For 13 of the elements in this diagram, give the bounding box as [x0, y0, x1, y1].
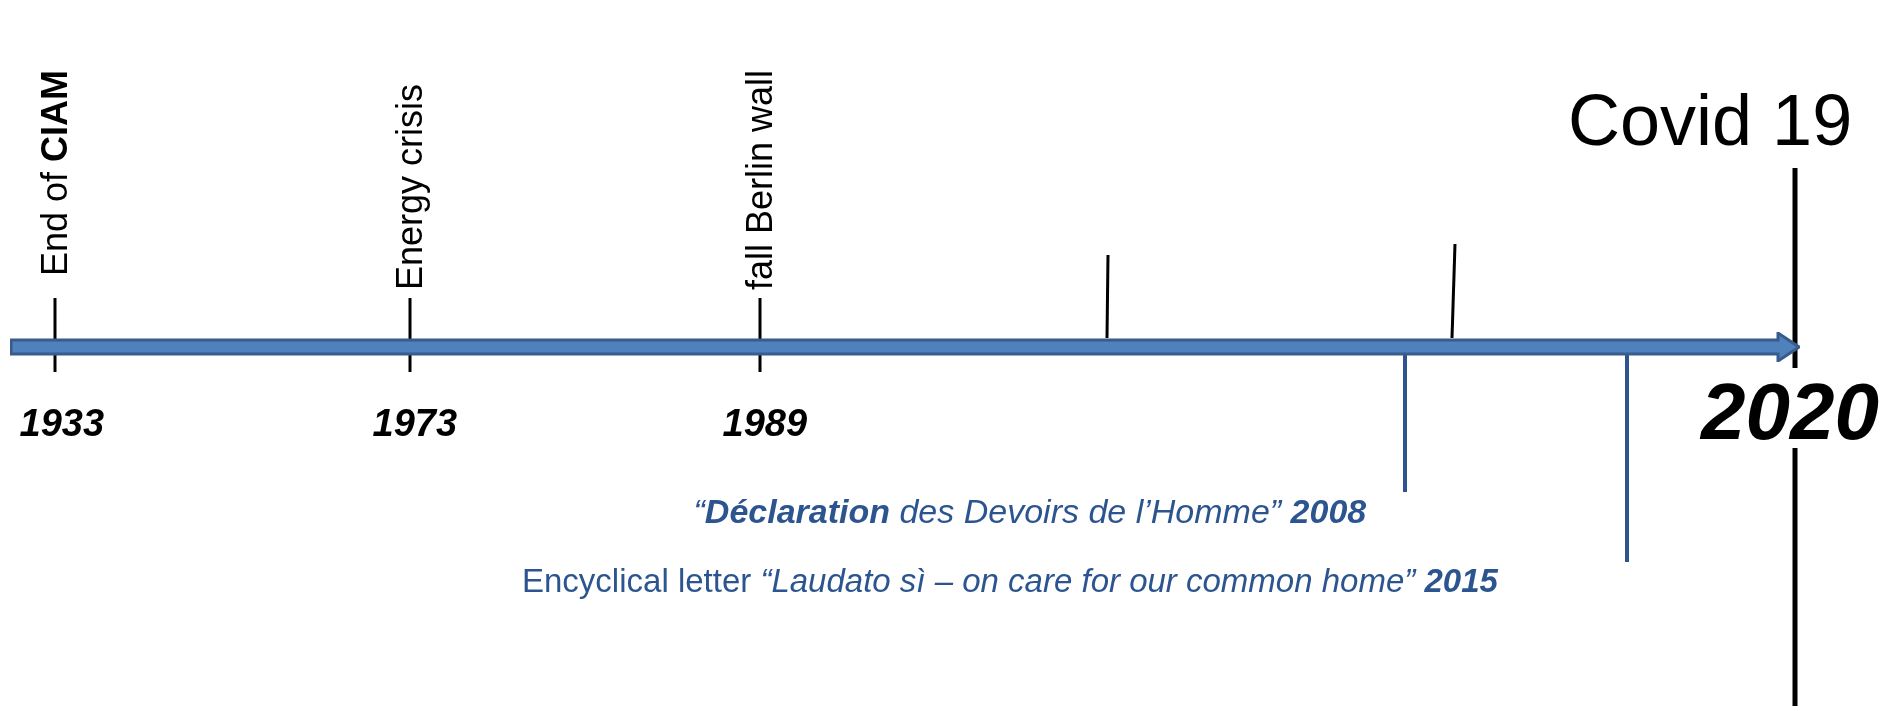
event-label: Covid 19 [1568, 84, 1853, 156]
year-label: 1989 [722, 404, 808, 442]
event-text: Encyclical letter “Laudato sì – on care for our common home” 2015 [522, 562, 1498, 600]
event-text: “Déclaration des Devoirs de l’Homme” 2008 [693, 492, 1367, 532]
year-label: 1973 [372, 404, 458, 442]
year-label: 1933 [19, 404, 105, 442]
leader-line [1625, 354, 1629, 562]
event-label: fall Berlin wall [742, 69, 779, 291]
year-label: 2020 [1701, 372, 1879, 452]
event-label: Energy crisis [392, 83, 429, 291]
timeline-arrow [10, 332, 1800, 362]
event-label: End of CIAM [37, 69, 74, 277]
leader-line [1403, 354, 1407, 492]
